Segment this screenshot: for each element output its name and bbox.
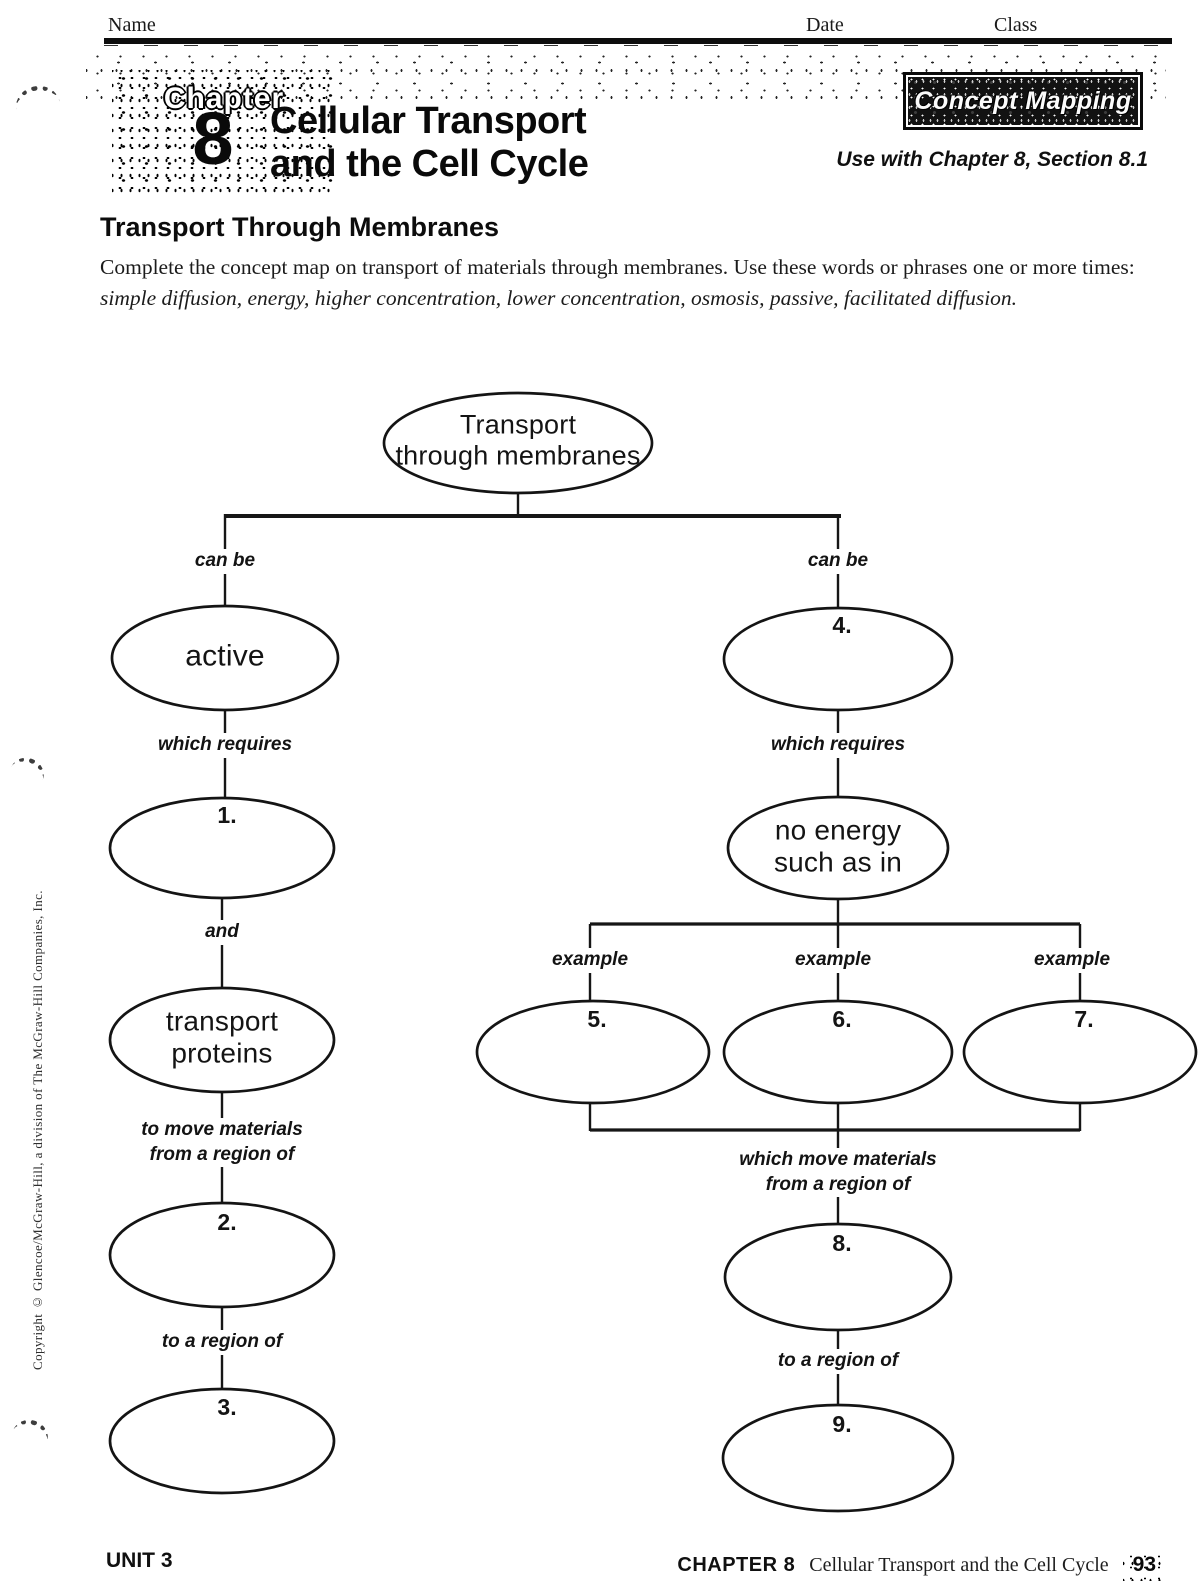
- section-heading: Transport Through Membranes: [100, 212, 500, 242]
- concept-mapping-badge: Concept Mapping: [903, 72, 1143, 130]
- date-label: Date: [806, 14, 844, 36]
- blank-number-3: 3.: [217, 1394, 237, 1420]
- footer-chapter-title: Cellular Transport and the Cell Cycle: [809, 1554, 1109, 1576]
- edge-label-example-right: example: [1028, 948, 1116, 973]
- edge-label-and: and: [200, 920, 244, 945]
- edge-label-to-a-region-left: to a region of: [156, 1330, 288, 1355]
- footer-chapter-ref: CHAPTER 8: [677, 1554, 796, 1576]
- node-transport-proteins-label: transport proteins: [165, 1005, 279, 1069]
- ellipse-root: [382, 391, 654, 495]
- blank-number-2: 2.: [217, 1209, 237, 1235]
- ellipse-blank-6[interactable]: [722, 999, 954, 1105]
- ellipse-active: [110, 604, 340, 712]
- class-label: Class: [994, 14, 1038, 36]
- blank-number-9: 9.: [832, 1411, 852, 1437]
- blank-number-5: 5.: [587, 1006, 607, 1032]
- footer-page-number: 93: [1123, 1549, 1166, 1581]
- chapter-number: 8: [192, 97, 234, 180]
- edge-label-example-left: example: [546, 948, 634, 973]
- chapter-eyebrow: Chapter: [163, 82, 285, 115]
- ellipse-blank-4[interactable]: [722, 606, 954, 712]
- copyright-sidebar: Copyright © Glencoe/McGraw-Hill, a divis…: [30, 890, 45, 1370]
- footer-right: CHAPTER 8 Cellular Transport and the Cel…: [677, 1549, 1166, 1581]
- blank-number-4: 4.: [832, 612, 852, 638]
- header-rule: [104, 38, 1172, 46]
- ellipse-no-energy: [726, 795, 950, 901]
- edge-label-which-requires-right: which requires: [765, 733, 911, 758]
- blank-number-8: 8.: [832, 1230, 852, 1256]
- ellipse-blank-5[interactable]: [475, 999, 711, 1105]
- ellipse-blank-2[interactable]: [108, 1201, 336, 1309]
- chapter-plate: [112, 70, 334, 194]
- ellipse-blank-1[interactable]: [108, 796, 336, 900]
- blank-number-7: 7.: [1074, 1006, 1094, 1032]
- node-active-label: active: [185, 639, 265, 673]
- name-label: Name: [108, 14, 156, 36]
- node-no-energy-label: no energy such as in: [773, 814, 903, 878]
- footer-unit: UNIT 3: [106, 1549, 173, 1572]
- ellipse-blank-9[interactable]: [721, 1403, 955, 1513]
- edge-label-which-move-materials: which move materials from a region of: [734, 1148, 942, 1198]
- instructions-text: Complete the concept map on transport of…: [100, 255, 1135, 279]
- ellipse-blank-3[interactable]: [108, 1387, 336, 1495]
- edge-label-to-move-materials: to move materials from a region of: [136, 1118, 308, 1168]
- node-root-label: Transport through membranes: [395, 409, 641, 471]
- edge-label-which-requires-left: which requires: [152, 733, 298, 758]
- edge-label-example-mid: example: [789, 948, 877, 973]
- use-with-note: Use with Chapter 8, Section 8.1: [836, 148, 1148, 171]
- ellipse-blank-8[interactable]: [723, 1222, 953, 1332]
- ellipse-transport-proteins: [108, 986, 336, 1094]
- blank-number-6: 6.: [832, 1006, 852, 1032]
- blank-number-1: 1.: [217, 802, 237, 828]
- edge-label-to-a-region-right: to a region of: [772, 1349, 904, 1374]
- instructions-word-bank: simple diffusion, energy, higher concent…: [100, 286, 1018, 311]
- edge-label-can-be-left: can be: [189, 549, 261, 574]
- concept-mapping-badge-label: Concept Mapping: [914, 86, 1132, 115]
- edge-label-can-be-right: can be: [802, 549, 874, 574]
- instructions: Complete the concept map on transport of…: [100, 252, 1172, 314]
- ellipse-blank-7[interactable]: [962, 999, 1198, 1105]
- page-title: Cellular Transport and the Cell Cycle: [270, 100, 589, 185]
